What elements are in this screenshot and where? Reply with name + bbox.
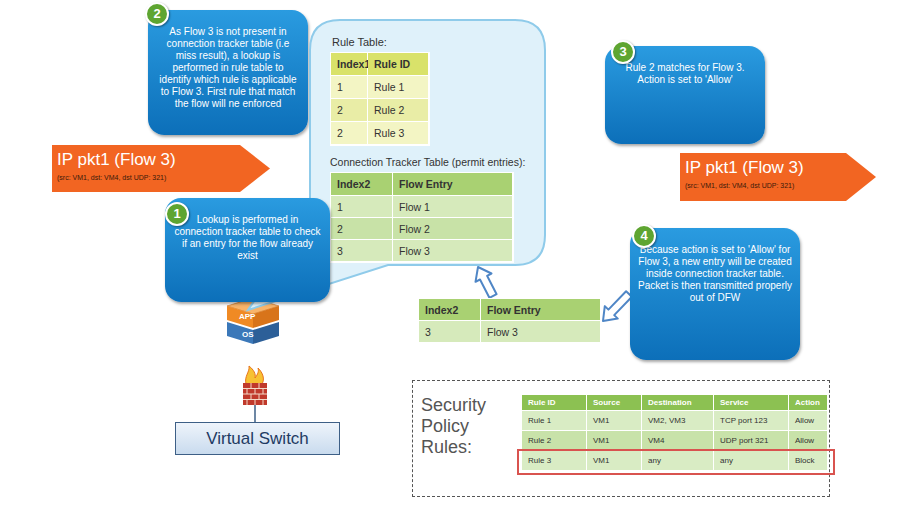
table-cell: any	[642, 451, 714, 471]
callout-number: 2	[145, 2, 169, 26]
table-header-cell: Rule ID	[522, 395, 587, 411]
packet-arrow: IP pkt1 (Flow 3) (src: VM1, dst: VM4, dst…	[52, 145, 270, 192]
table-cell: Allow	[789, 431, 828, 451]
speech-bubble: Rule Table: Connection Tracker Table (per…	[310, 20, 545, 265]
table-cell: 1	[331, 196, 393, 218]
callout-number-text: 2	[153, 8, 160, 20]
virtual-switch-label: Virtual Switch	[206, 429, 309, 449]
table-header-cell: Action	[789, 395, 828, 411]
packet-detail: (src: VM1, dst: VM4, dst UDP: 321)	[57, 174, 166, 181]
table-header-cell: Flow Entry	[393, 173, 513, 196]
data-table: Rule IDSourceDestinationServiceActionRul…	[521, 394, 829, 472]
table-cell: 3	[331, 240, 393, 262]
table-cell: Rule 1	[368, 76, 429, 99]
table-cell: Rule 2	[522, 431, 587, 451]
table-cell: Rule 2	[368, 99, 429, 122]
callout-box: Lookup is performed in connection tracke…	[165, 198, 330, 302]
packet-arrow-fill	[680, 153, 876, 201]
table-cell: VM1	[587, 411, 642, 431]
packet-title: IP pkt1 (Flow 3)	[685, 158, 804, 178]
hollow-arrow	[476, 267, 497, 298]
table-cell: 2	[331, 122, 368, 145]
callout-number-text: 4	[640, 230, 647, 242]
callout-number-text: 1	[173, 208, 180, 220]
table-cell: VM4	[642, 431, 714, 451]
callout-text: Rule 2 matches for Flow 3. Action is set…	[613, 62, 757, 86]
icon-label: OS	[242, 330, 254, 339]
table-header-cell: Destination	[642, 395, 714, 411]
callout-number: 1	[165, 202, 189, 226]
hollow-arrow	[603, 291, 632, 321]
policy-panel: Security Policy Rules:Rule IDSourceDesti…	[412, 380, 830, 497]
table-cell: 2	[331, 99, 368, 122]
table-cell: VM1	[587, 431, 642, 451]
table-cell: Flow 1	[393, 196, 513, 218]
table-header-cell: Index1	[331, 53, 368, 76]
table-caption: Rule Table:	[332, 36, 387, 48]
data-table: Index1Rule ID1Rule 12Rule 22Rule 3	[330, 52, 430, 146]
virtual-switch-bar: Virtual Switch	[175, 422, 340, 455]
table-cell: any	[714, 451, 789, 471]
table-header-cell: Service	[714, 395, 789, 411]
table-header-cell: Rule ID	[368, 53, 429, 76]
table-header-cell: Index2	[331, 173, 393, 196]
callout-number: 4	[632, 224, 656, 248]
icon-label: APP	[239, 312, 255, 321]
callout-text: Because action is set to 'Allow' for Flo…	[638, 244, 792, 304]
table-cell: VM2, VM3	[642, 411, 714, 431]
table-cell: Block	[789, 451, 828, 471]
table-header-cell: Index2	[419, 299, 481, 321]
data-table: Index2Flow Entry1Flow 12Flow 23Flow 3	[330, 172, 514, 263]
table-cell: UDP port 321	[714, 431, 789, 451]
callout-number-text: 3	[619, 46, 626, 58]
callout-box: Rule 2 matches for Flow 3. Action is set…	[605, 46, 765, 144]
table-cell: 2	[331, 218, 393, 240]
table-cell: Rule 1	[522, 411, 587, 431]
table-cell: VM1	[587, 451, 642, 471]
panel-heading: Security Policy Rules:	[421, 395, 511, 458]
table-header-cell: Source	[587, 395, 642, 411]
table-cell: Flow 3	[481, 321, 601, 343]
callout-box: Because action is set to 'Allow' for Flo…	[630, 228, 800, 360]
table-caption: Connection Tracker Table (permit entries…	[330, 156, 525, 168]
table-cell: Flow 3	[393, 240, 513, 262]
table-cell: TCP port 123	[714, 411, 789, 431]
table-cell: Rule 3	[522, 451, 587, 471]
table-cell: 3	[419, 321, 481, 343]
table-cell: Allow	[789, 411, 828, 431]
data-table: Index2Flow Entry3Flow 3	[418, 298, 602, 344]
table-header-cell: Flow Entry	[481, 299, 601, 321]
callout-number: 3	[611, 40, 635, 64]
packet-detail: (src: VM1, dst: VM4, dst UDP: 321)	[685, 182, 794, 189]
table-cell: Flow 2	[393, 218, 513, 240]
packet-title: IP pkt1 (Flow 3)	[57, 150, 176, 170]
packet-arrow: IP pkt1 (Flow 3) (src: VM1, dst: VM4, dst…	[680, 153, 876, 201]
callout-text: Lookup is performed in connection tracke…	[173, 214, 322, 262]
callout-box: As Flow 3 is not present in connection t…	[148, 10, 308, 135]
firewall-icon	[243, 366, 267, 422]
packet-arrow-fill	[52, 145, 270, 192]
callout-text: As Flow 3 is not present in connection t…	[156, 26, 300, 110]
row-highlight	[517, 449, 835, 475]
table-cell: 1	[331, 76, 368, 99]
table-cell: Rule 3	[368, 122, 429, 145]
